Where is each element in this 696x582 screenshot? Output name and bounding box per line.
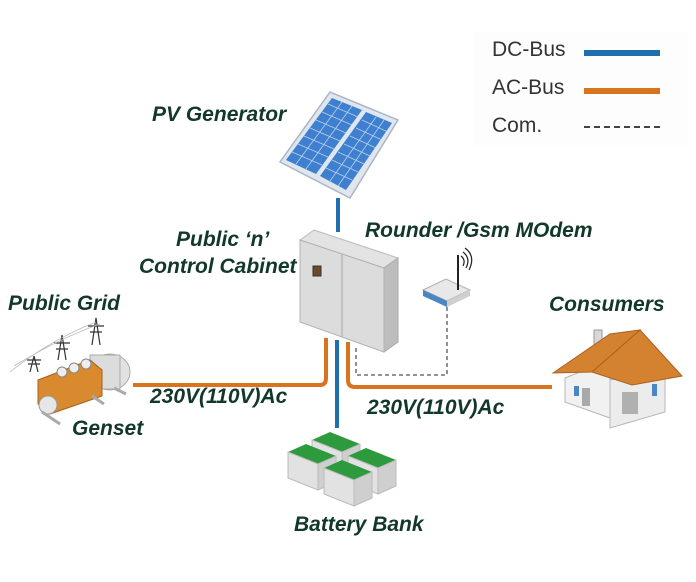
legend-swatch-dc-bus — [584, 50, 660, 56]
pv-generator-label: PV Generator — [152, 103, 287, 126]
consumers-label: Consumers — [549, 293, 665, 316]
generator-icon — [37, 353, 131, 426]
control-cabinet-icon — [298, 229, 400, 353]
cabinet-label-line2: Control Cabinet — [139, 255, 297, 278]
router-modem-icon — [421, 247, 473, 307]
modem-label: Rounder /Gsm MOdem — [365, 219, 593, 242]
legend-label-dc-bus: DC-Bus — [492, 38, 566, 61]
battery-bank-label: Battery Bank — [294, 513, 424, 536]
right-ac-voltage-label: 230V(110V)Ac — [367, 396, 505, 419]
legend-label-ac-bus: AC-Bus — [492, 76, 565, 99]
ac-wire-genset — [133, 338, 328, 387]
legend-swatch-com — [584, 126, 660, 128]
house-icon — [551, 329, 683, 429]
cabinet-label-line1: Public ‘n’ — [176, 228, 270, 251]
public-grid-label: Public Grid — [8, 292, 121, 315]
solar-panel-icon — [278, 91, 400, 199]
battery-bank-icon — [287, 432, 397, 507]
legend: DC-Bus AC-Bus Com. — [474, 32, 688, 146]
ac-wire-consumers — [346, 342, 552, 389]
legend-label-com: Com. — [492, 114, 543, 137]
genset-label: Genset — [72, 417, 144, 440]
power-tower-icon — [9, 317, 104, 373]
left-ac-voltage-label: 230V(110V)Ac — [150, 385, 288, 408]
com-wire-modem — [355, 305, 448, 376]
legend-swatch-ac-bus — [584, 88, 660, 94]
